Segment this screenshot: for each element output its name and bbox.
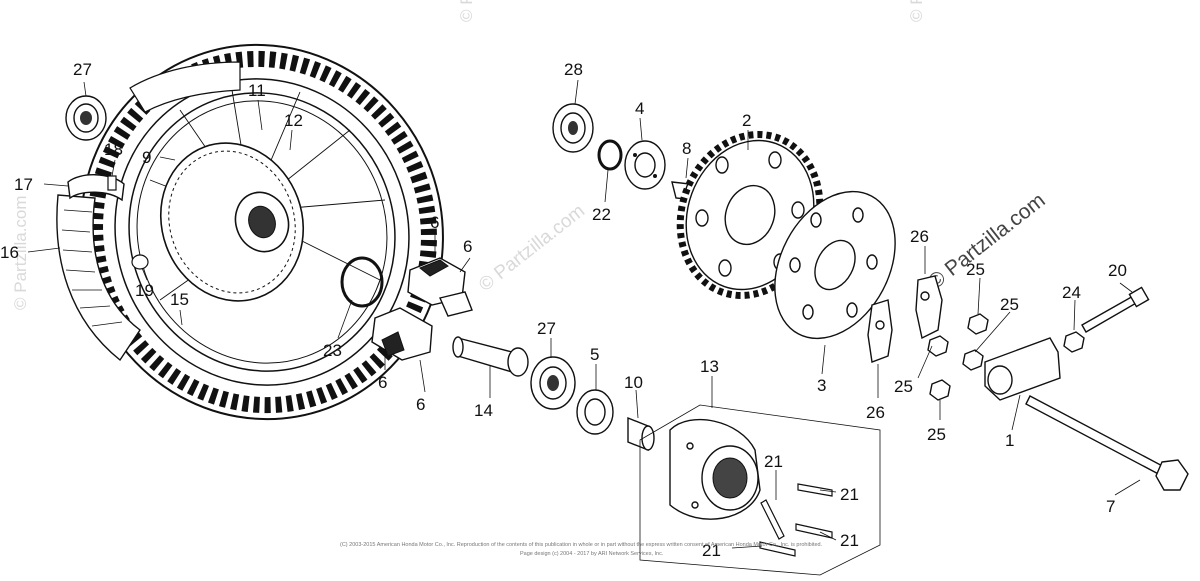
oil-seal-22[interactable] [597, 139, 623, 171]
callout-22: 22 [592, 205, 611, 224]
callout-4: 4 [635, 99, 644, 118]
oil-seal-5[interactable] [576, 389, 614, 435]
watermark-top-left: © Partzilla.com [457, 0, 476, 22]
callout-21-bottom: 21 [702, 541, 721, 560]
valve-nut[interactable] [131, 254, 149, 270]
rear-axle[interactable] [1025, 395, 1189, 491]
valve-stem[interactable] [107, 175, 117, 191]
callout-13: 13 [700, 357, 719, 376]
callout-3: 3 [817, 376, 826, 395]
chain-adjuster[interactable] [984, 337, 1061, 401]
callout-1: 1 [1005, 431, 1014, 450]
callout-10: 10 [624, 373, 643, 392]
nuts[interactable] [927, 313, 1085, 401]
callout-23: 23 [323, 341, 342, 360]
callout-26-top: 26 [910, 227, 929, 246]
tube-top-section [129, 61, 241, 113]
callout-labels: 27 11 12 9 18 17 16 19 15 23 6 6 6 6 14 … [0, 60, 1127, 560]
watermark-top-right: © Partzilla.com [907, 0, 926, 22]
callout-9: 9 [142, 148, 151, 167]
callout-15: 15 [170, 290, 189, 309]
callout-28: 28 [564, 60, 583, 79]
watermark-center: © Partzilla.com [475, 201, 589, 296]
copyright-footer: (C) 2003-2015 American Honda Motor Co., … [340, 542, 823, 557]
adjusting-bolt[interactable] [1081, 286, 1150, 333]
bearing-4[interactable] [624, 140, 666, 190]
callout-21-top: 21 [764, 452, 783, 471]
hub-drum-rings [168, 150, 296, 294]
callout-25-top: 25 [966, 260, 985, 279]
hub-bore [248, 205, 276, 239]
callout-6-bottom-right: 6 [416, 395, 425, 414]
bearing-28[interactable] [552, 103, 594, 153]
copyright-line-1: (C) 2003-2015 American Honda Motor Co., … [340, 542, 823, 548]
callout-21-upper-right: 21 [840, 485, 859, 504]
callout-11: 11 [248, 81, 266, 100]
bearing-27-center[interactable] [530, 356, 576, 410]
tire-tube-section[interactable] [56, 194, 141, 362]
callout-5: 5 [590, 345, 599, 364]
callout-20: 20 [1108, 261, 1127, 280]
callout-6-top-left: 6 [430, 213, 439, 232]
copyright-line-2: Page design (c) 2004 - 2017 by ARI Netwo… [520, 551, 664, 557]
callout-7: 7 [1106, 497, 1115, 516]
callout-26-bottom: 26 [866, 403, 885, 422]
callout-8: 8 [682, 139, 691, 158]
callout-27-center: 27 [537, 319, 556, 338]
callout-25-bottom: 25 [927, 425, 946, 444]
callout-16: 16 [0, 243, 19, 262]
wheel-hub[interactable] [139, 123, 325, 321]
callout-19: 19 [135, 281, 154, 300]
tire-and-wheel-assembly [56, 43, 444, 421]
collar-10[interactable] [627, 416, 655, 452]
bearing-27-left[interactable] [65, 95, 107, 141]
callout-14: 14 [474, 401, 493, 420]
callout-6-bottom-left: 6 [378, 373, 387, 392]
tube-texture [61, 209, 123, 327]
callout-12: 12 [284, 111, 303, 130]
callout-25-right: 25 [1000, 295, 1019, 314]
rim-inner [136, 100, 388, 364]
lock-washers[interactable] [867, 275, 943, 363]
callout-24: 24 [1062, 283, 1081, 302]
callout-27-left: 27 [73, 60, 92, 79]
distance-collar[interactable] [452, 336, 529, 377]
watermark-right: © Partzilla.com [924, 189, 1050, 294]
damper-rubbers[interactable] [371, 257, 473, 361]
callout-17: 17 [14, 175, 33, 194]
callout-18: 18 [104, 140, 123, 159]
watermark-left-edge: © Partzilla.com [11, 195, 30, 310]
callout-6-top-right: 6 [463, 237, 472, 256]
callout-21-lower-right: 21 [840, 531, 859, 550]
callout-25-left: 25 [894, 377, 913, 396]
leader-lines [27, 79, 1141, 549]
callout-2: 2 [742, 111, 751, 130]
sprocket-side-plate[interactable] [751, 171, 920, 359]
o-ring[interactable] [340, 256, 384, 308]
final-driven-flange[interactable] [639, 404, 881, 576]
